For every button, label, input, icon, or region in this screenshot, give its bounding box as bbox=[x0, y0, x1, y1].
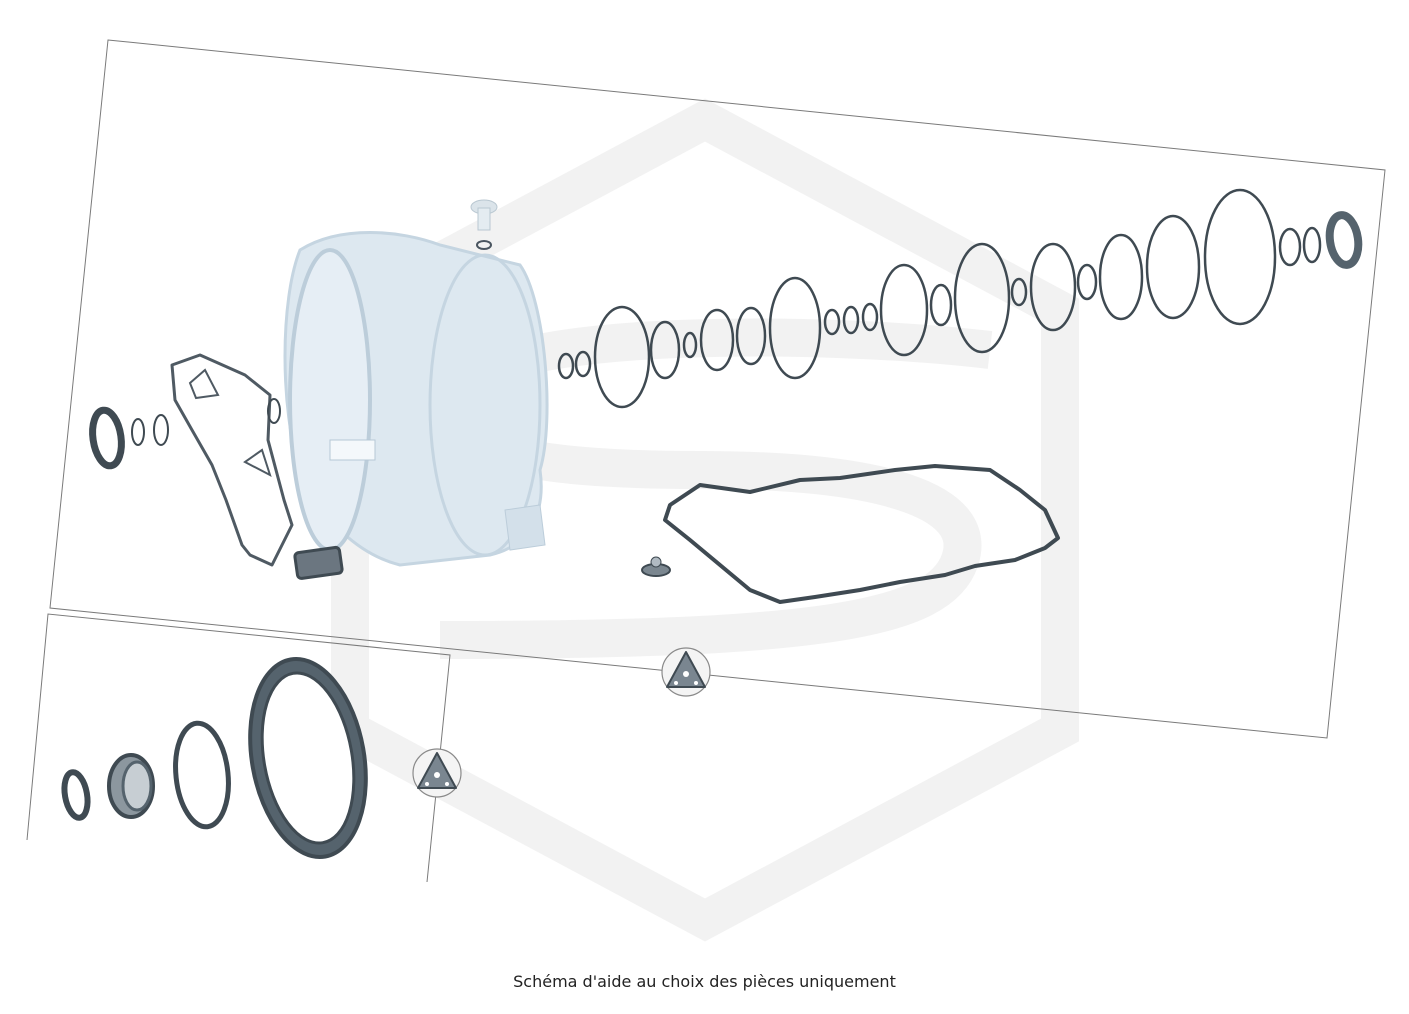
left-o-ring-3 bbox=[267, 398, 281, 424]
large-crankshaft-seal bbox=[248, 657, 368, 859]
breather-cap bbox=[470, 199, 498, 250]
lower-retaining-ring bbox=[173, 720, 231, 830]
sensor-plate-gasket bbox=[293, 545, 344, 580]
front-cover-gasket bbox=[170, 353, 294, 567]
o-ring-row bbox=[557, 188, 1322, 409]
front-cover-gasket-window bbox=[188, 368, 272, 478]
triangle-gasket-hotspot-lower[interactable] bbox=[412, 748, 462, 798]
left-shaft-seal bbox=[89, 406, 125, 470]
main-panel-frame bbox=[49, 39, 1386, 739]
triangle-gasket-icon bbox=[417, 752, 457, 789]
oil-pan-gasket bbox=[663, 464, 1060, 604]
diagram-caption: Schéma d'aide au choix des pièces unique… bbox=[513, 972, 896, 991]
left-o-ring-1 bbox=[131, 418, 145, 446]
triangle-gasket-hotspot-main[interactable] bbox=[661, 647, 711, 697]
left-o-ring-2 bbox=[153, 414, 169, 446]
right-shaft-seal bbox=[1325, 211, 1363, 269]
transmission-housing bbox=[283, 231, 549, 567]
lower-seal-stack bbox=[107, 753, 155, 819]
lower-seal-small bbox=[61, 769, 91, 821]
triangle-gasket-icon bbox=[666, 651, 706, 688]
filter-clip bbox=[641, 556, 671, 577]
